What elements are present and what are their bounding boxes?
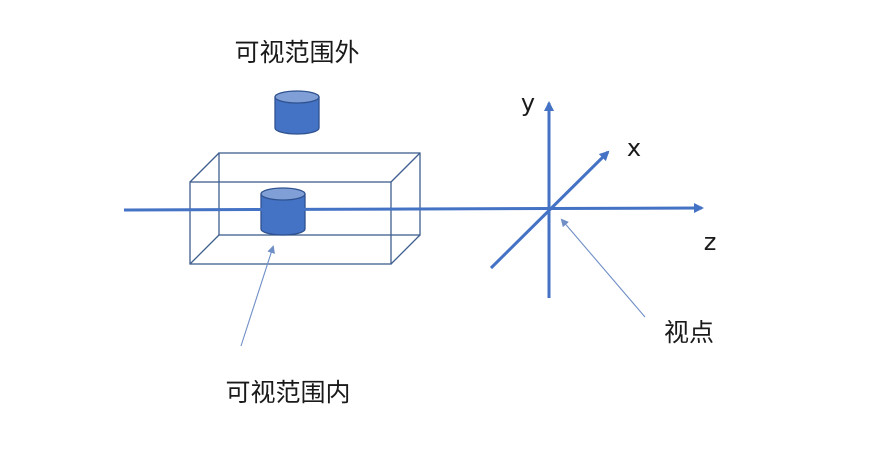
z-axis-line: [123, 203, 704, 214]
axis-label-y: y: [521, 89, 535, 117]
box-edge-top-right: [390, 152, 421, 183]
label-inside-view: 可视范围内: [225, 378, 350, 407]
pointer-viewpoint: [560, 218, 646, 318]
cylinder-inside-body: [260, 193, 306, 236]
cylinder-outside-top: [274, 90, 320, 104]
cylinder-outside: [274, 90, 320, 135]
label-outside-view: 可视范围外: [234, 38, 359, 67]
box-front-face: [189, 181, 392, 265]
box-edge-bottom-right: [390, 234, 421, 265]
label-viewpoint: 视点: [664, 318, 714, 347]
box-edge-top-left: [189, 152, 220, 183]
pointer-inside-view: [240, 245, 275, 347]
view-volume-box: [189, 152, 421, 265]
box-edge-bottom-left: [189, 234, 220, 265]
box-back-face: [218, 152, 421, 236]
cylinder-inside-top: [260, 187, 306, 201]
axis-label-x: x: [627, 134, 641, 162]
x-axis-line: [489, 150, 610, 270]
cylinder-inside: [260, 187, 306, 236]
cylinder-outside-body: [274, 96, 320, 135]
axis-label-z: z: [704, 228, 717, 256]
